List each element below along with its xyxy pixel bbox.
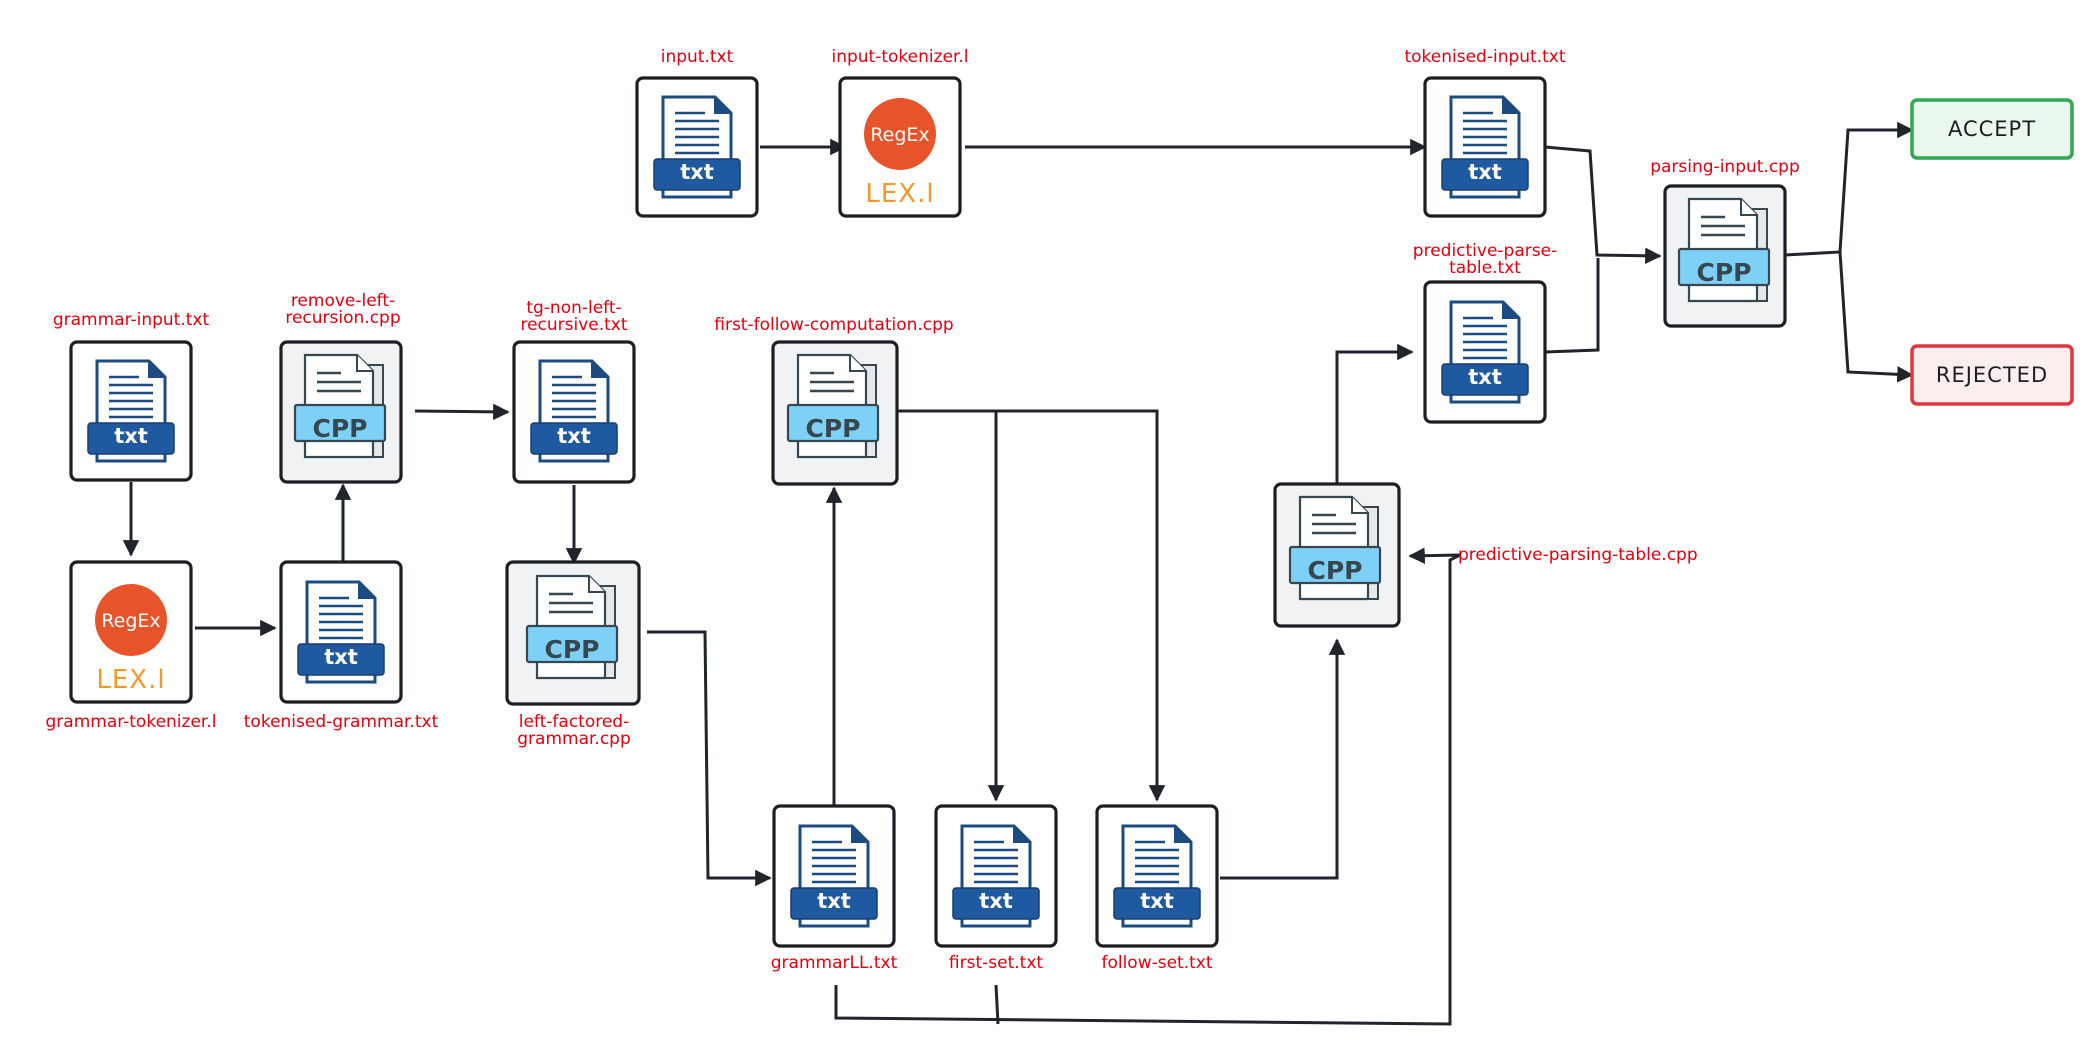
arrow-follow-set-to-predictive-table (1220, 638, 1346, 880)
label-predictive-parse-table-2: table.txt (1449, 258, 1521, 278)
label-grammar-ll: grammarLL.txt (771, 953, 898, 973)
label-tg-non-left-1: tg-non-left- (526, 298, 621, 318)
txt-badge: txt (1468, 365, 1502, 389)
label-left-factored-1: left-factored- (519, 712, 629, 732)
connectors (122, 121, 1914, 1026)
node-predictive-parsing-table: CPP (1273, 482, 1401, 628)
node-input-txt: txt (635, 76, 759, 218)
arrow-first-set-bottom-loop (994, 984, 1000, 1025)
arrow-parse-table-to-parsing (1544, 258, 1600, 354)
node-grammar-input: txt (69, 340, 193, 482)
label-grammar-tokenizer: grammar-tokenizer.l (46, 712, 217, 732)
label-predictive-parse-table-1: predictive-parse- (1413, 241, 1557, 261)
arrow-left-factored-to-grammar-ll (647, 630, 772, 887)
label-input-tokenizer: input-tokenizer.l (831, 47, 968, 67)
node-first-follow-computation: CPP (771, 340, 899, 486)
accept-frame (1910, 98, 2074, 160)
label-first-set: first-set.txt (949, 953, 1043, 973)
label-tokenised-input: tokenised-input.txt (1404, 47, 1565, 67)
txt-badge: txt (1468, 160, 1502, 184)
label-follow-set: follow-set.txt (1101, 953, 1212, 973)
node-predictive-parse-table: txt (1423, 280, 1547, 424)
arrow-parsing-to-rejected (1838, 251, 1914, 383)
txt-badge: txt (979, 889, 1013, 913)
node-remove-left-recursion: CPP (279, 340, 403, 484)
txt-badge: txt (324, 645, 358, 669)
arrow-tokenised-input-to-parsing (1544, 145, 1662, 265)
arrow-predictive-table-to-parse-table (1335, 343, 1414, 484)
txt-badge: txt (114, 424, 148, 448)
node-parsing-input: CPP (1663, 184, 1787, 328)
cpp-badge: CPP (806, 414, 861, 443)
label-remove-left-1: remove-left- (291, 291, 395, 311)
regex-badge: RegEx (101, 610, 160, 632)
regex-badge: RegEx (870, 124, 929, 146)
label-tg-non-left-2: recursive.txt (520, 315, 627, 335)
rejected-frame (1910, 344, 2074, 406)
label-tokenised-grammar: tokenised-grammar.txt (244, 712, 439, 732)
arrow-parsing-to-accept (1784, 121, 1914, 257)
node-grammar-tokenizer: RegEx LEX.l (69, 560, 193, 704)
node-tg-non-left-recursive: txt (512, 340, 636, 484)
label-input-txt: input.txt (661, 47, 734, 67)
cpp-badge: CPP (545, 635, 600, 664)
node-input-tokenizer: RegEx LEX.l (838, 76, 962, 218)
result-rejected: REJECTED (1910, 344, 2074, 406)
node-follow-set: txt (1095, 804, 1219, 948)
arrow-first-follow-to-first-set (897, 409, 1005, 802)
label-left-factored-2: grammar.cpp (517, 729, 631, 749)
txt-badge: txt (557, 424, 591, 448)
label-grammar-input: grammar-input.txt (53, 310, 210, 330)
result-accept: ACCEPT (1910, 98, 2074, 160)
rejected-label: REJECTED (1936, 363, 2048, 387)
arrow-bottom-loop-to-predictive-table (834, 547, 1461, 1026)
arrow-remove-left-to-tg-non-left (414, 403, 510, 421)
node-first-set: txt (934, 804, 1058, 948)
txt-badge: txt (817, 889, 851, 913)
label-predictive-parsing-table-cpp: predictive-parsing-table.cpp (1458, 545, 1698, 565)
accept-label: ACCEPT (1948, 117, 2036, 141)
label-remove-left-2: recursion.cpp (285, 308, 400, 328)
node-tokenised-grammar: txt (279, 560, 403, 704)
lex-label: LEX.l (865, 179, 934, 209)
node-tokenised-input: txt (1423, 76, 1547, 218)
cpp-badge: CPP (1308, 556, 1363, 585)
lex-label: LEX.l (96, 665, 165, 695)
node-left-factored-grammar: CPP (505, 560, 641, 706)
cpp-badge: CPP (313, 414, 368, 443)
label-first-follow: first-follow-computation.cpp (714, 315, 953, 335)
label-parsing-input: parsing-input.cpp (1650, 157, 1800, 177)
node-grammar-ll: txt (772, 804, 896, 948)
cpp-badge: CPP (1697, 258, 1752, 287)
arrow-first-follow-to-follow-set (897, 409, 1166, 802)
txt-badge: txt (680, 160, 714, 184)
txt-badge: txt (1140, 889, 1174, 913)
